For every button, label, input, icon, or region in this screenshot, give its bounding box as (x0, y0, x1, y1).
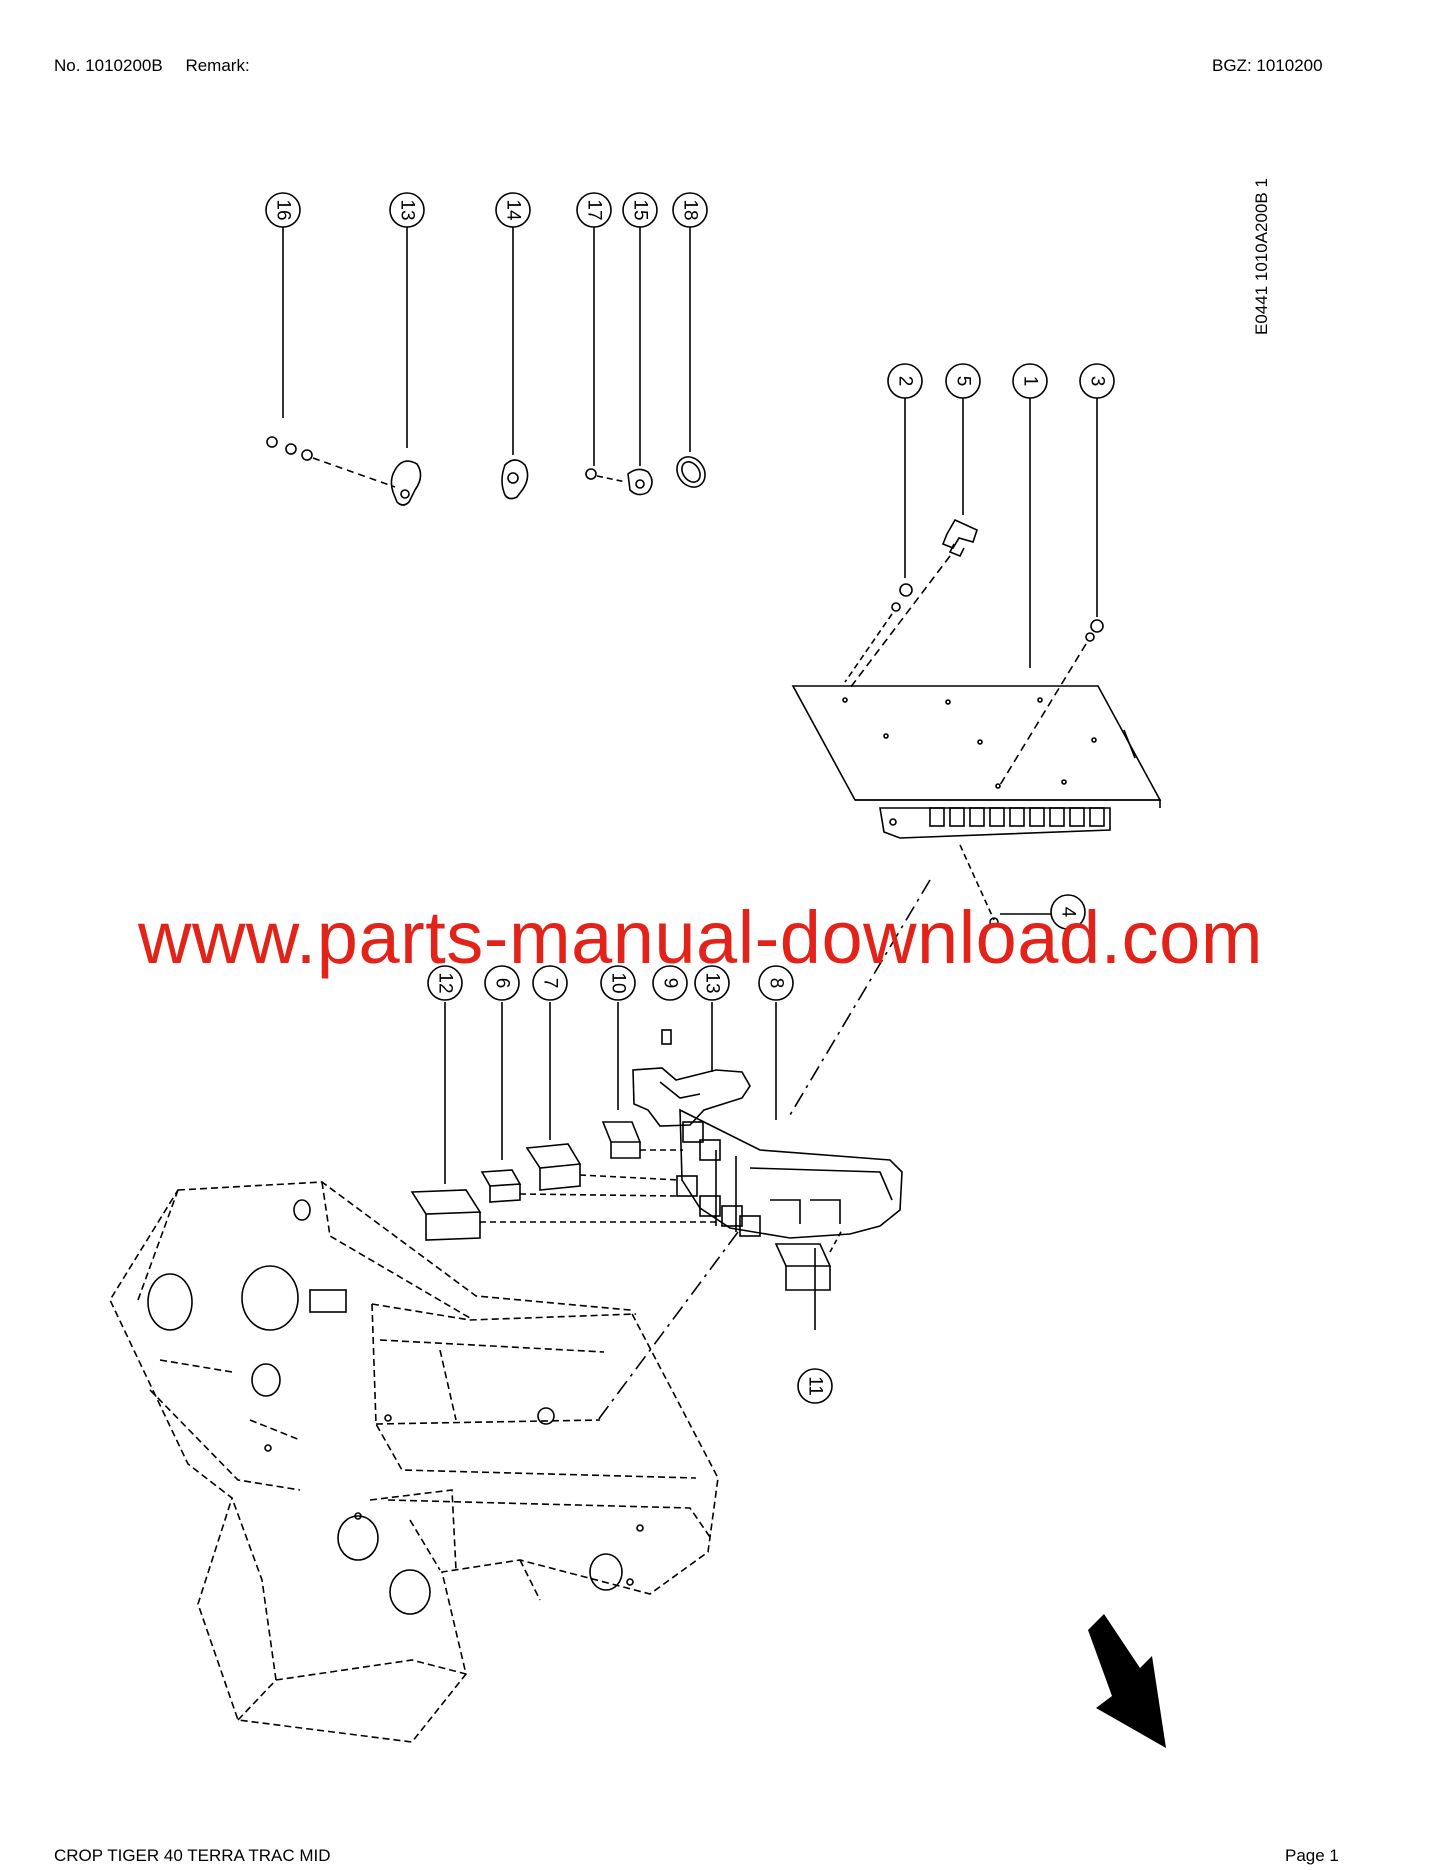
callout-15: 15 (622, 192, 658, 228)
middle-leaders (444, 1002, 816, 1330)
part-2-screw (844, 583, 913, 683)
callout-label: 12 (435, 972, 456, 993)
callout-circle (887, 363, 923, 399)
callout-label: 8 (766, 978, 787, 989)
callout-circle (672, 192, 708, 228)
part-15-clip (627, 468, 653, 496)
callout-circle (1012, 363, 1048, 399)
assembly-center-lines (597, 879, 931, 1421)
callout-circle (797, 1368, 833, 1404)
callout-18: 18 (672, 192, 708, 228)
part-18-grommet (676, 456, 706, 488)
callout-circle (758, 965, 794, 1001)
callout-label: 6 (492, 978, 513, 989)
callout-6: 6 (484, 965, 520, 1001)
callout-circle (265, 192, 301, 228)
callout-circle (694, 965, 730, 1001)
part-9-fuse (661, 1029, 672, 1045)
part-3-nut (999, 619, 1104, 786)
callout-circle (600, 965, 636, 1001)
callout-11: 11 (797, 1368, 833, 1404)
callout-circle (389, 192, 425, 228)
callout-circle (427, 965, 463, 1001)
relay-connectors (676, 1121, 761, 1237)
part-5-knob (849, 518, 978, 689)
callout-label: 15 (630, 199, 651, 220)
part-11-relay (774, 1229, 843, 1291)
callout-label: 5 (953, 376, 974, 387)
callout-circle (652, 965, 688, 1001)
callout-label: 4 (1058, 907, 1079, 918)
callout-16: 16 (265, 192, 301, 228)
callout-label: 7 (540, 978, 561, 989)
part-6-relay (480, 1169, 677, 1203)
callout-9: 9 (652, 965, 688, 1001)
watermark-url: www.parts-manual-download.com (138, 896, 1263, 979)
callout-4: 4 (1050, 894, 1086, 930)
housing-holes (147, 1199, 644, 1615)
callout-13: 13 (694, 965, 730, 1001)
callout-circle (1079, 363, 1115, 399)
callout-circle (532, 965, 568, 1001)
part-14-clamp (501, 459, 529, 500)
remark-label: Remark: (185, 56, 250, 75)
callout-circle (622, 192, 658, 228)
callout-label: 17 (584, 199, 605, 220)
footer-page: Page 1 (1285, 1846, 1339, 1865)
header-left: No. 1010200B Remark: (54, 56, 250, 76)
doc-number: No. 1010200B (54, 56, 163, 75)
callout-2: 2 (887, 363, 923, 399)
callout-17: 17 (576, 192, 612, 228)
callout-label: 3 (1087, 376, 1108, 387)
callout-label: 10 (608, 972, 629, 993)
callout-circle (576, 192, 612, 228)
callout-13: 13 (389, 192, 425, 228)
part-4-screw (959, 844, 1054, 927)
callout-label: 18 (680, 199, 701, 220)
callout-label: 16 (273, 199, 294, 220)
callout-label: 11 (805, 1376, 826, 1396)
part-7-relay (525, 1143, 681, 1191)
bgz-label: BGZ: 1010200 (1212, 56, 1323, 75)
callout-5: 5 (945, 363, 981, 399)
part-17-screw (585, 468, 627, 483)
part-8-fuse-holder (679, 1108, 903, 1239)
footer-title: CROP TIGER 40 TERRA TRAC MID (54, 1846, 331, 1865)
callout-circle (945, 363, 981, 399)
callout-1: 1 (1012, 363, 1048, 399)
part-13-bracket (632, 1067, 751, 1127)
callout-label: 13 (397, 199, 418, 220)
part-16-screw-washers (266, 436, 396, 488)
callout-label: 2 (895, 376, 916, 387)
top-leaders (282, 226, 691, 466)
callout-label: 9 (660, 978, 681, 989)
relay-bar-under-plate (879, 807, 1111, 839)
callout-14: 14 (495, 192, 531, 228)
callout-10: 10 (600, 965, 636, 1001)
part-10-relay (601, 1121, 683, 1159)
callout-12: 12 (427, 965, 463, 1001)
top-right-leaders (904, 398, 1098, 668)
callout-label: 1 (1020, 376, 1041, 387)
callout-circle (495, 192, 531, 228)
callout-circle (1050, 894, 1086, 930)
callout-label: 14 (503, 199, 524, 221)
callout-3: 3 (1079, 363, 1115, 399)
direction-arrow (1088, 1614, 1166, 1748)
callout-8: 8 (758, 965, 794, 1001)
callout-label: 13 (702, 972, 723, 993)
part-1-mounting-plate (791, 685, 1162, 808)
part-13-clamp-top (390, 460, 422, 506)
callout-7: 7 (532, 965, 568, 1001)
callout-circle (484, 965, 520, 1001)
part-12-relay (410, 1189, 720, 1241)
housing-enclosure (109, 1181, 719, 1743)
